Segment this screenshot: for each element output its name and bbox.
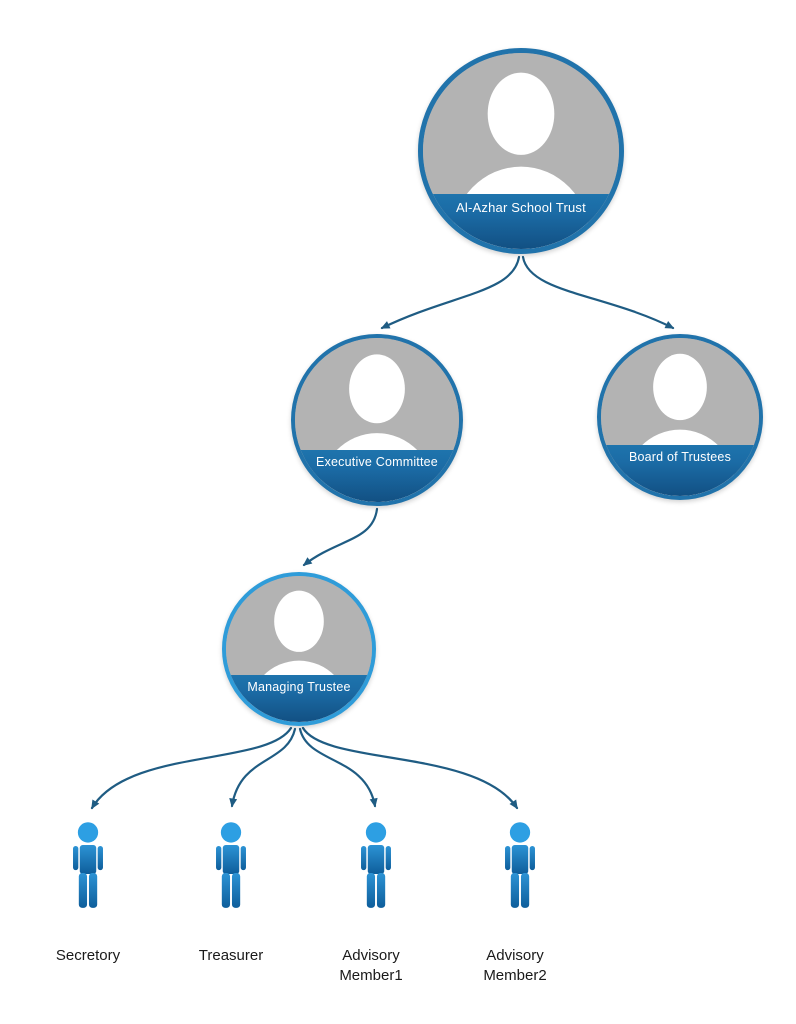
person-figure-icon <box>361 822 391 908</box>
edge-managing-advisory1 <box>298 727 378 808</box>
node-label: Board of Trustees <box>628 450 732 465</box>
node-executive-committee: Executive Committee <box>291 334 463 506</box>
person-figure-icon <box>216 822 246 908</box>
edge-managing-secretory <box>90 726 293 810</box>
node-al-azhar-school-trust: Al-Azhar School Trust <box>418 48 624 254</box>
person-label-advisory-member1: Advisory Member1 <box>339 947 403 985</box>
edge-root-executive <box>380 255 521 330</box>
edge-managing-advisory2 <box>301 726 519 810</box>
node-label: Executive Committee <box>316 454 438 469</box>
person-figure-icon <box>73 822 103 908</box>
person-label-treasurer: Treasurer <box>198 947 264 964</box>
node-managing-trustee: Managing Trustee <box>222 572 376 726</box>
node-banner: Executive Committee <box>295 449 459 502</box>
node-label: Al-Azhar School Trust <box>456 200 586 216</box>
node-banner: Board of Trustees <box>601 445 759 496</box>
edge-exec-managing <box>302 507 379 567</box>
node-secretory <box>59 818 117 930</box>
node-banner: Managing Trustee <box>226 675 372 722</box>
edge-root-board <box>521 255 675 330</box>
node-treasurer <box>202 818 260 930</box>
node-advisory-member1 <box>347 818 405 930</box>
person-figure-icon <box>505 822 535 908</box>
person-label-advisory-member2: Advisory Member2 <box>483 947 547 985</box>
person-label-secretory: Secretory <box>55 947 121 964</box>
edge-managing-treasurer <box>229 727 297 808</box>
node-board-of-trustees: Board of Trustees <box>597 334 763 500</box>
node-advisory-member2 <box>491 818 549 930</box>
node-label: Managing Trustee <box>247 680 351 695</box>
node-banner: Al-Azhar School Trust <box>423 194 619 249</box>
